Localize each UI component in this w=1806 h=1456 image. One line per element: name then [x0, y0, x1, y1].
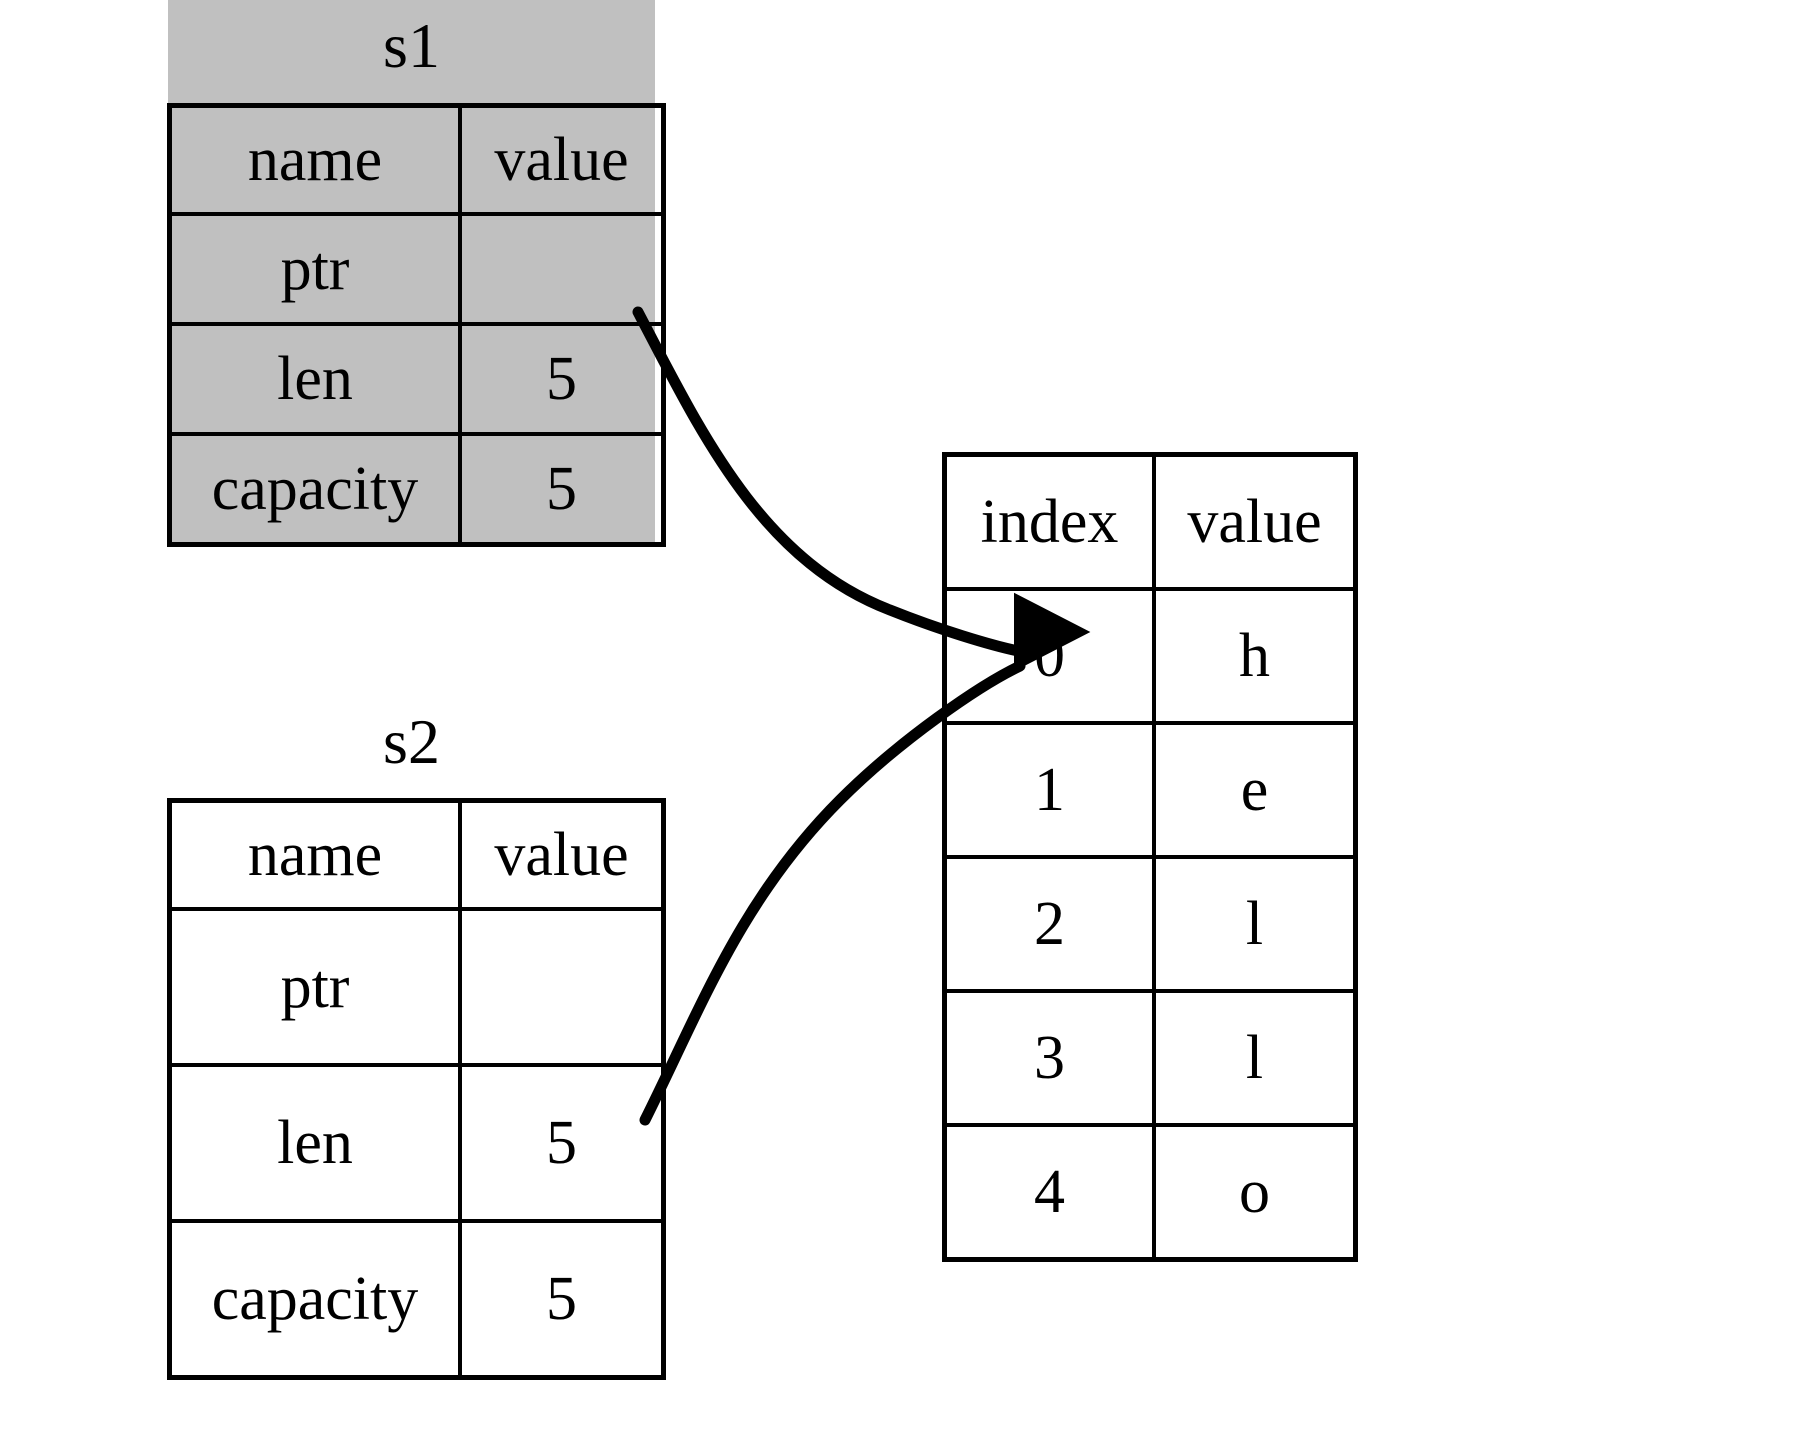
s1-row-capacity-value: 5 — [458, 432, 666, 547]
table-row: 2 l — [942, 855, 1358, 993]
array-row-3-value: l — [1152, 989, 1358, 1127]
table-row: 4 o — [942, 1123, 1358, 1262]
table-row: len 5 — [167, 322, 666, 436]
table-row: ptr — [167, 907, 666, 1067]
array-row-0-value: h — [1152, 587, 1358, 725]
s1-row-len-value: 5 — [458, 322, 666, 436]
s2-row-len-value: 5 — [458, 1063, 666, 1223]
array-row-4-index: 4 — [942, 1123, 1156, 1262]
table-row: capacity 5 — [167, 432, 666, 547]
s2-struct-table: name value ptr len 5 capacity 5 — [167, 798, 666, 1380]
table-row: ptr — [167, 212, 666, 326]
s1-struct-table: name value ptr len 5 capacity 5 — [167, 103, 666, 547]
array-row-2-value: l — [1152, 855, 1358, 993]
array-row-0-index: 0 — [942, 587, 1156, 725]
table-row: 3 l — [942, 989, 1358, 1127]
s2-row-ptr-value — [458, 907, 666, 1067]
table-row: index value — [942, 452, 1358, 591]
s2-title: s2 — [383, 706, 440, 777]
s1-header-value: value — [458, 103, 666, 216]
array-row-1-index: 1 — [942, 721, 1156, 859]
array-row-2-index: 2 — [942, 855, 1156, 993]
table-row: name value — [167, 103, 666, 216]
s1-header-name: name — [167, 103, 462, 216]
s2-row-len-name: len — [167, 1063, 462, 1223]
s2-row-capacity-value: 5 — [458, 1219, 666, 1380]
s2-row-capacity-name: capacity — [167, 1219, 462, 1380]
table-row: 0 h — [942, 587, 1358, 725]
s2-row-ptr-name: ptr — [167, 907, 462, 1067]
s2-header-name: name — [167, 798, 462, 911]
s1-row-ptr-value — [458, 212, 666, 326]
s1-row-capacity-name: capacity — [167, 432, 462, 547]
table-row: name value — [167, 798, 666, 911]
table-row: len 5 — [167, 1063, 666, 1223]
array-header-index: index — [942, 452, 1156, 591]
array-table: index value 0 h 1 e 2 l 3 l 4 o — [942, 452, 1358, 1262]
table-row: 1 e — [942, 721, 1358, 859]
array-row-4-value: o — [1152, 1123, 1358, 1262]
s2-header-value: value — [458, 798, 666, 911]
s1-row-len-name: len — [167, 322, 462, 436]
s1-row-ptr-name: ptr — [167, 212, 462, 326]
s1-title: s1 — [383, 10, 440, 81]
array-row-1-value: e — [1152, 721, 1358, 859]
array-row-3-index: 3 — [942, 989, 1156, 1127]
array-header-value: value — [1152, 452, 1358, 591]
table-row: capacity 5 — [167, 1219, 666, 1380]
